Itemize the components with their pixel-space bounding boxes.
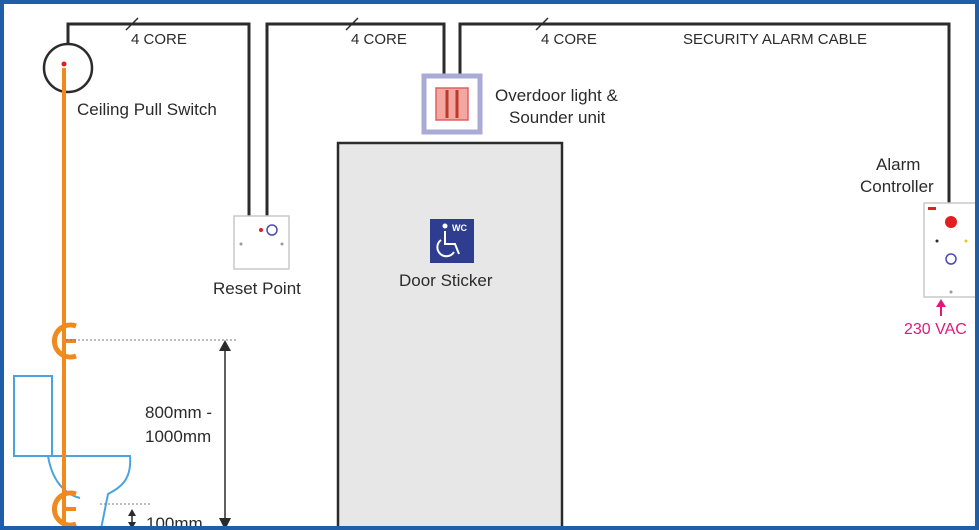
alarm-button	[945, 216, 957, 228]
cable-label-2: 4 CORE	[351, 31, 407, 48]
reset-point-label: Reset Point	[213, 279, 301, 298]
cable-security	[458, 22, 951, 204]
alarm-controller-label-2: Controller	[860, 177, 934, 196]
pull-cord-handle-lower	[52, 490, 77, 526]
power-label: 230 VAC	[904, 321, 967, 338]
alarm-controller	[923, 202, 975, 298]
overdoor-label-line2: Sounder unit	[509, 108, 606, 127]
door-sticker: WC	[430, 219, 474, 263]
door	[336, 141, 564, 526]
power-feed	[936, 299, 946, 316]
pull-cord-handles	[52, 322, 77, 526]
cable-slash-marker-1	[125, 17, 139, 31]
overdoor-light-sounder-unit	[421, 73, 483, 135]
cable-markers	[125, 17, 549, 31]
dimension-lines	[66, 339, 236, 505]
cable-slash-marker-3	[535, 17, 549, 31]
height-dimension-label-1: 800mm -	[145, 403, 212, 422]
alarm-controller-label-1: Alarm	[876, 155, 920, 174]
arrow-up-icon	[219, 340, 231, 351]
cable-pull-switch	[66, 22, 251, 216]
cable-runs	[66, 22, 951, 216]
cable-slash-marker-2	[345, 17, 359, 31]
height-dimension-label-2: 1000mm	[145, 427, 211, 446]
arrow-up-icon-power	[936, 299, 946, 307]
toilet	[13, 375, 132, 526]
cable-label-1: 4 CORE	[131, 31, 187, 48]
floor-gap-dimension	[128, 509, 136, 526]
diagram-canvas: 4 CORE 4 CORE 4 CORE SECURITY ALARM CABL…	[13, 17, 975, 530]
pull-cord-handle-upper	[52, 322, 77, 360]
security-cable-label: SECURITY ALARM CABLE	[683, 31, 867, 48]
arrow-down-icon	[219, 518, 231, 526]
overdoor-label-line1: Overdoor light &	[495, 86, 618, 105]
reset-point	[233, 215, 290, 270]
ceiling-pull-switch-label: Ceiling Pull Switch	[77, 100, 217, 119]
cable-reset-point	[265, 22, 446, 216]
cable-label-3: 4 CORE	[541, 31, 597, 48]
sticker-wc-text: WC	[452, 223, 467, 233]
height-dimension	[219, 340, 231, 526]
floor-gap-label: 100mm	[146, 514, 203, 530]
wheelchair-icon	[436, 223, 460, 258]
door-sticker-label: Door Sticker	[399, 271, 493, 290]
ceiling-pull-switch	[42, 42, 94, 94]
